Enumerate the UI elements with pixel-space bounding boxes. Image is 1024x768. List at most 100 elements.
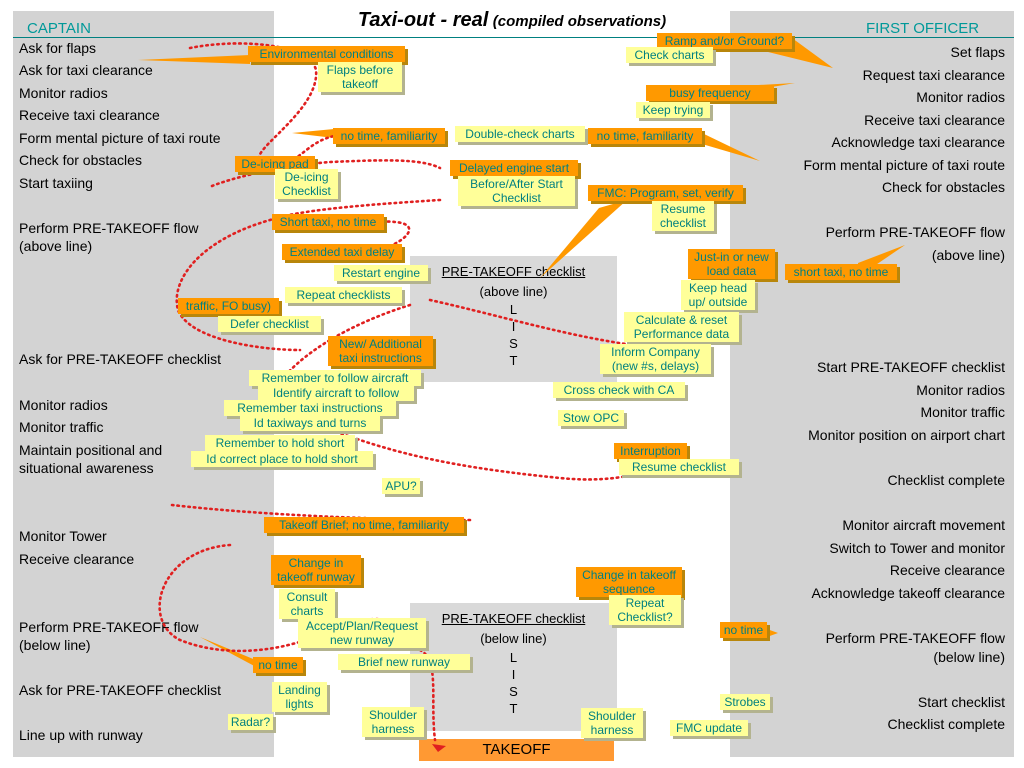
first-officer-header: FIRST OFFICER bbox=[866, 20, 980, 37]
note-yellow: Id correct place to hold short bbox=[191, 451, 373, 467]
note-yellow: Shoulder harness bbox=[581, 708, 643, 738]
checklist-above-subtitle: (above line) bbox=[479, 284, 548, 299]
note-yellow: Keep head up/ outside bbox=[681, 280, 755, 310]
note-yellow: Defer checklist bbox=[218, 316, 321, 332]
note-yellow: Stow OPC bbox=[558, 410, 624, 426]
note-orange: Just-in or new load data bbox=[688, 249, 775, 279]
note-orange: Change in takeoff runway bbox=[271, 555, 361, 585]
fo-item: Checklist complete bbox=[887, 716, 1006, 732]
note-orange: Delayed engine start bbox=[450, 160, 578, 176]
note-yellow: APU? bbox=[382, 478, 420, 494]
title-sub: (compiled observations) bbox=[492, 13, 667, 30]
fo-item: Start checklist bbox=[917, 694, 1005, 710]
checklist-letter: I bbox=[511, 667, 516, 682]
captain-item: Check for obstacles bbox=[19, 152, 142, 168]
captain-item: Ask for taxi clearance bbox=[19, 62, 153, 78]
note-orange: busy frequency bbox=[646, 85, 774, 101]
checklist-above-box: PRE-TAKEOFF checklist (above line) L I S… bbox=[410, 256, 617, 382]
fo-item: Perform PRE-TAKEOFF flow bbox=[825, 630, 1005, 646]
note-yellow: Cross check with CA bbox=[553, 382, 685, 398]
captain-item: Receive taxi clearance bbox=[19, 107, 160, 123]
checklist-letter: S bbox=[509, 336, 518, 351]
captain-panel bbox=[13, 11, 274, 757]
dotted-path bbox=[268, 303, 653, 481]
dotted-path bbox=[170, 503, 472, 522]
captain-header: CAPTAIN bbox=[27, 20, 91, 37]
note-yellow: Keep trying bbox=[636, 102, 710, 118]
fo-item: Perform PRE-TAKEOFF flow bbox=[825, 224, 1005, 240]
note-orange: De-icing pad bbox=[235, 156, 315, 172]
note-yellow: Strobes bbox=[720, 694, 770, 710]
captain-header-rule bbox=[13, 37, 274, 38]
header-rule bbox=[274, 37, 1014, 38]
captain-item: Ask for PRE-TAKEOFF checklist bbox=[19, 682, 221, 698]
captain-item: situational awareness bbox=[19, 460, 154, 476]
captain-item: Monitor radios bbox=[19, 85, 108, 101]
captain-item: (above line) bbox=[19, 238, 93, 254]
note-orange: Extended taxi delay bbox=[282, 244, 402, 260]
note-yellow: Calculate & reset Performance data bbox=[624, 312, 739, 342]
captain-item: (below line) bbox=[19, 637, 91, 653]
note-orange: short taxi, no time bbox=[785, 264, 897, 280]
note-yellow: Radar? bbox=[228, 714, 273, 730]
note-yellow: De-icing Checklist bbox=[275, 169, 338, 199]
dotted-path bbox=[158, 543, 422, 653]
note-orange: no time, familiarity bbox=[588, 128, 702, 144]
note-orange: Ramp and/or Ground? bbox=[657, 33, 792, 49]
note-yellow: Check charts bbox=[626, 47, 713, 63]
wedge-shape bbox=[200, 637, 258, 668]
captain-item: Perform PRE-TAKEOFF flow bbox=[19, 220, 199, 236]
wedge-shape bbox=[767, 629, 778, 637]
wedge-shape bbox=[292, 129, 334, 138]
dotted-path bbox=[210, 159, 442, 188]
checklist-letter: L bbox=[509, 650, 518, 665]
captain-item: Ask for PRE-TAKEOFF checklist bbox=[19, 351, 221, 367]
note-orange: Short taxi, no time bbox=[272, 214, 384, 230]
fo-item: Form mental picture of taxi route bbox=[803, 157, 1005, 173]
captain-item: Ask for flaps bbox=[19, 40, 97, 56]
note-orange: Environmental conditions bbox=[248, 46, 405, 62]
note-yellow: Inform Company (new #s, delays) bbox=[600, 344, 711, 374]
note-yellow: Identify aircraft to follow bbox=[258, 385, 414, 401]
fo-item: Receive clearance bbox=[889, 562, 1005, 578]
fo-item: Request taxi clearance bbox=[862, 67, 1005, 83]
checklist-letter: L bbox=[509, 302, 518, 317]
captain-item: Receive clearance bbox=[19, 551, 135, 567]
note-yellow: Shoulder harness bbox=[362, 707, 424, 737]
note-yellow: Before/After Start Checklist bbox=[458, 176, 575, 206]
fo-item: Monitor radios bbox=[916, 89, 1005, 105]
title-main: Taxi-out - real bbox=[357, 9, 489, 31]
note-orange: no time bbox=[720, 622, 767, 638]
fo-item: Acknowledge taxi clearance bbox=[831, 134, 1005, 150]
note-orange: New/ Additional taxi instructions bbox=[328, 336, 433, 366]
note-yellow: Accept/Plan/Request new runway bbox=[298, 618, 426, 648]
fo-item: Monitor radios bbox=[916, 382, 1005, 398]
wedge-shape bbox=[138, 55, 250, 64]
captain-item: Line up with runway bbox=[19, 727, 143, 743]
note-yellow: Repeat checklists bbox=[285, 287, 402, 303]
note-orange: Change in takeoff sequence bbox=[576, 567, 682, 597]
note-yellow: Brief new runway bbox=[338, 654, 470, 670]
fo-item: Monitor traffic bbox=[920, 404, 1005, 420]
note-yellow: Remember to follow aircraft bbox=[249, 370, 421, 386]
checklist-letter: S bbox=[509, 684, 518, 699]
captain-item: Monitor radios bbox=[19, 397, 108, 413]
note-yellow: Restart engine bbox=[334, 265, 428, 281]
fo-item: (above line) bbox=[931, 247, 1005, 263]
note-yellow: Repeat Checklist? bbox=[609, 595, 681, 625]
note-yellow: Resume checklist bbox=[619, 459, 739, 475]
note-orange: Takeoff Brief; no time, familiarity bbox=[264, 517, 464, 533]
wedge-shape bbox=[702, 133, 760, 161]
checklist-letter: I bbox=[511, 319, 516, 334]
note-yellow: Id taxiways and turns bbox=[240, 415, 380, 431]
note-orange: traffic, FO busy) bbox=[178, 298, 279, 314]
fo-item: Receive taxi clearance bbox=[864, 112, 1005, 128]
note-yellow: Flaps before takeoff bbox=[318, 62, 402, 92]
note-yellow: Remember to hold short bbox=[205, 435, 355, 451]
arrowhead-shape bbox=[432, 744, 446, 752]
note-orange: Interruption bbox=[614, 443, 687, 459]
note-yellow: Remember taxi instructions bbox=[224, 400, 396, 416]
captain-item: Form mental picture of taxi route bbox=[19, 130, 221, 146]
note-yellow: FMC update bbox=[670, 720, 748, 736]
